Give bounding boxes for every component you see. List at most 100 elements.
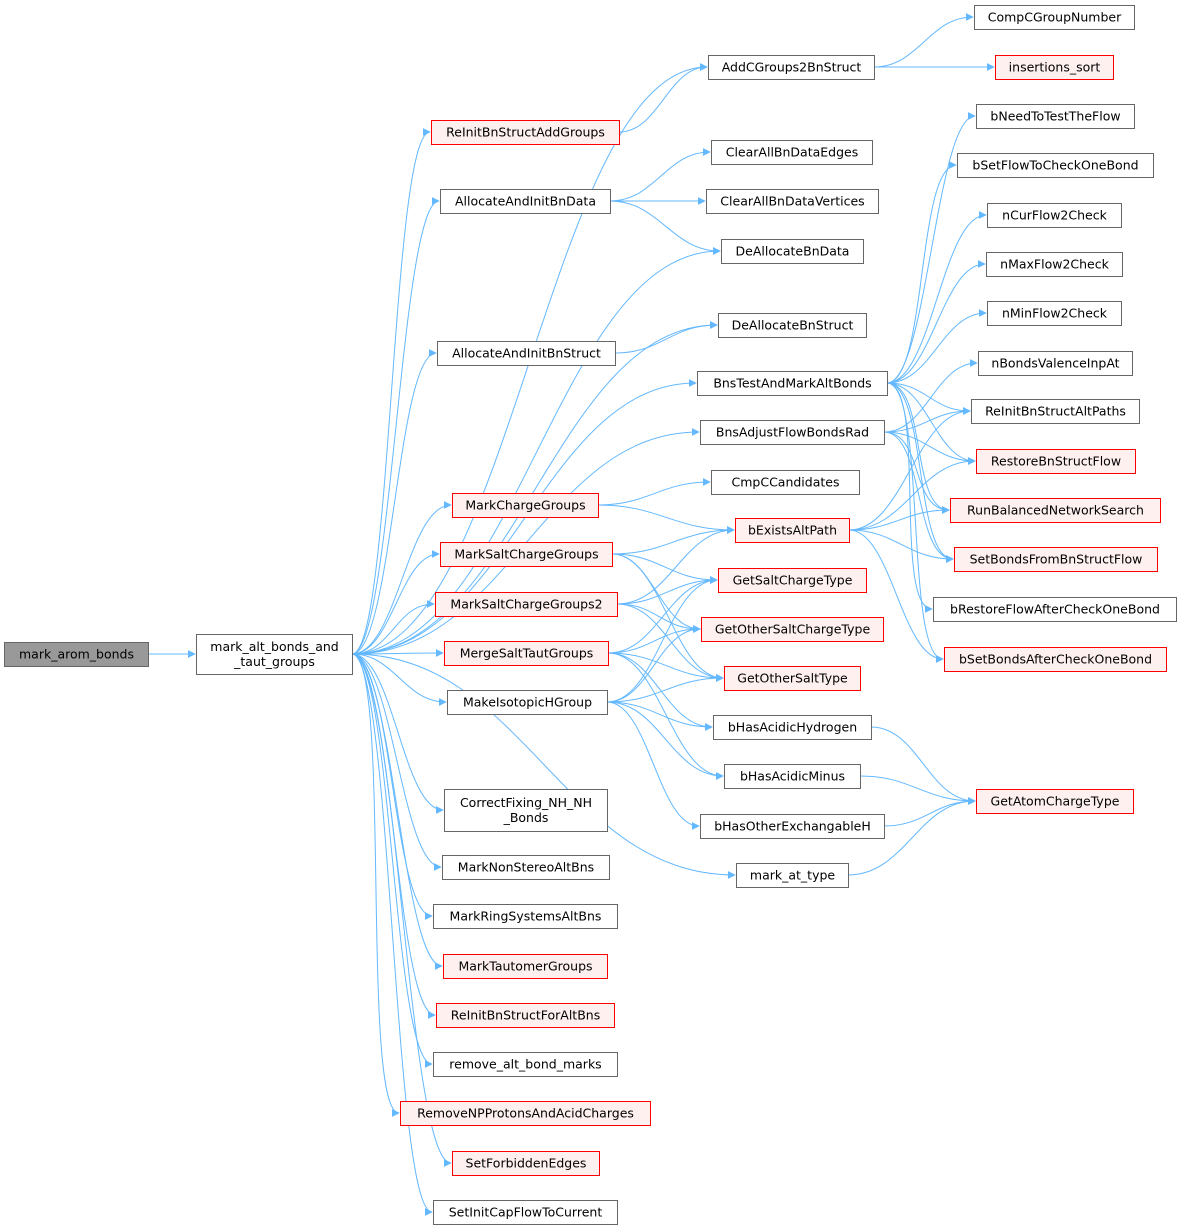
- node-marksaltchargegroups[interactable]: MarkSaltChargeGroups: [440, 542, 613, 567]
- node-label: CorrectFixing_NH_NH: [460, 795, 592, 810]
- node-markchargegroups[interactable]: MarkChargeGroups: [452, 493, 599, 518]
- node-setbondsfrombnstructflow[interactable]: SetBondsFromBnStructFlow: [954, 547, 1158, 572]
- node-label: AddCGroups2BnStruct: [722, 60, 862, 75]
- edge-bnsadjustflowbondsrad-to-runbalancednetworksearch: [883, 431, 950, 514]
- node-allocateandinitbnstruct[interactable]: AllocateAndInitBnStruct: [437, 341, 616, 366]
- node-label: bExistsAltPath: [748, 523, 837, 538]
- node-restorebnstructflow[interactable]: RestoreBnStructFlow: [976, 449, 1136, 474]
- edge-bnsadjustflowbondsrad-to-nbondsvalenceinpat: [883, 359, 978, 433]
- node-label: mark_at_type: [750, 868, 836, 883]
- node-getothersaltchargetype[interactable]: GetOtherSaltChargeType: [701, 617, 884, 642]
- node-label: ClearAllBnDataEdges: [726, 145, 859, 160]
- edge-marksaltchargegroups2-to-getothersaltchargetype: [616, 603, 701, 633]
- node-setforbiddenedges[interactable]: SetForbiddenEdges: [452, 1151, 600, 1176]
- edge-bnstestandmarkaltbonds-to-reinitbnstructaltpaths: [886, 382, 971, 415]
- node-getothersalttype[interactable]: GetOtherSaltType: [724, 666, 861, 691]
- node-box: [452, 1151, 600, 1176]
- node-label: bRestoreFlowAfterCheckOneBond: [950, 602, 1160, 617]
- node-box: [986, 252, 1123, 277]
- node-bhasotherexchangableh[interactable]: bHasOtherExchangableH: [700, 814, 885, 839]
- node-label: BnsTestAndMarkAltBonds: [713, 376, 871, 391]
- edge-mark-alt-bonds-and-taut-groups-to-removenpprotonsandacidcharges: [351, 653, 400, 1117]
- edge-bexistsaltpath-to-bsetbondsaftercheckonebond: [848, 529, 944, 663]
- node-label: nMaxFlow2Check: [1000, 257, 1109, 272]
- node-bnsadjustflowbondsrad[interactable]: BnsAdjustFlowBondsRad: [700, 420, 885, 445]
- node-box: [735, 518, 850, 543]
- node-correctfixing-nh-nh-bonds[interactable]: CorrectFixing_NH_NH_Bonds: [444, 789, 608, 832]
- node-setinitcapflowtocurrent[interactable]: SetInitCapFlowToCurrent: [433, 1200, 618, 1225]
- node-box: [976, 104, 1135, 129]
- node-mark-alt-bonds-and-taut-groups[interactable]: mark_alt_bonds_and_taut_groups: [196, 634, 353, 675]
- node-cmpccandidates[interactable]: CmpCCandidates: [711, 470, 860, 495]
- node-box: [444, 641, 609, 666]
- edge-mark-alt-bonds-and-taut-groups-to-markringsystemsaltbns: [351, 653, 433, 920]
- node-marknonstereoaltbns[interactable]: MarkNonStereoAltBns: [442, 855, 610, 880]
- edge-bnstestandmarkaltbonds-to-ncurflow2check: [886, 211, 987, 384]
- node-label: ReInitBnStructAddGroups: [446, 125, 605, 140]
- edge-mark-alt-bonds-and-taut-groups-to-marksaltchargegroups2: [351, 600, 435, 655]
- node-bexistsaltpath[interactable]: bExistsAltPath: [735, 518, 850, 543]
- edge-bexistsaltpath-to-reinitbnstructaltpaths: [848, 407, 971, 531]
- node-box: [697, 371, 888, 396]
- node-box: [987, 301, 1122, 326]
- node-compcgroupnumber[interactable]: CompCGroupNumber: [974, 5, 1135, 30]
- node-removenpprotonsandacidcharges[interactable]: RemoveNPProtonsAndAcidCharges: [400, 1101, 651, 1126]
- node-label: MarkTautomerGroups: [458, 959, 592, 974]
- edge-addcgroups2bnstruct-to-compcgroupnumber: [873, 13, 974, 68]
- node-mergesalttautgroups[interactable]: MergeSaltTautGroups: [444, 641, 609, 666]
- node-makeisotopichgroup[interactable]: MakeIsotopicHGroup: [447, 690, 608, 715]
- node-bhasacidichydrogen[interactable]: bHasAcidicHydrogen: [713, 715, 872, 740]
- node-nbondsvalenceinpat[interactable]: nBondsValenceInpAt: [978, 351, 1133, 376]
- node-box: [433, 1200, 618, 1225]
- node-clearallbndatavertices[interactable]: ClearAllBnDataVertices: [706, 189, 879, 214]
- node-bnstestandmarkaltbonds[interactable]: BnsTestAndMarkAltBonds: [697, 371, 888, 396]
- edge-marksaltchargegroups2-to-bexistsaltpath: [616, 526, 735, 605]
- node-box: [444, 789, 608, 832]
- node-nminflow2check[interactable]: nMinFlow2Check: [987, 301, 1122, 326]
- node-clearallbndataedges[interactable]: ClearAllBnDataEdges: [711, 140, 873, 165]
- node-box: [433, 1052, 618, 1077]
- node-label: MarkSaltChargeGroups: [454, 547, 598, 562]
- node-mark-at-type[interactable]: mark_at_type: [736, 863, 849, 888]
- node-insertions-sort[interactable]: insertions_sort: [995, 55, 1114, 80]
- node-ncurflow2check[interactable]: nCurFlow2Check: [987, 203, 1122, 228]
- node-label: MarkNonStereoAltBns: [458, 860, 594, 875]
- node-bneedtotesttheflow[interactable]: bNeedToTestTheFlow: [976, 104, 1135, 129]
- node-deallocatebndata[interactable]: DeAllocateBnData: [721, 239, 864, 264]
- node-reinitbnstructaltpaths[interactable]: ReInitBnStructAltPaths: [971, 399, 1140, 424]
- node-getatomchargetype[interactable]: GetAtomChargeType: [976, 789, 1134, 814]
- edge-bnstestandmarkaltbonds-to-setbondsfrombnstructflow: [886, 382, 954, 563]
- node-label: RemoveNPProtonsAndAcidCharges: [417, 1106, 634, 1121]
- node-label: bHasAcidicMinus: [740, 769, 845, 784]
- edge-mergesalttautgroups-to-getsaltchargetype: [607, 576, 718, 654]
- node-remove-alt-bond-marks[interactable]: remove_alt_bond_marks: [433, 1052, 618, 1077]
- node-box: [442, 855, 610, 880]
- node-mark-arom-bonds[interactable]: mark_arom_bonds: [4, 642, 149, 667]
- node-marksaltchargegroups2[interactable]: MarkSaltChargeGroups2: [435, 592, 618, 617]
- node-getsaltchargetype[interactable]: GetSaltChargeType: [718, 568, 867, 593]
- node-box: [706, 189, 879, 214]
- node-box: [976, 789, 1134, 814]
- node-label: bSetFlowToCheckOneBond: [972, 158, 1138, 173]
- node-label: bNeedToTestTheFlow: [990, 109, 1120, 124]
- node-markringsystemsaltbns[interactable]: MarkRingSystemsAltBns: [433, 904, 618, 929]
- node-label: mark_arom_bonds: [19, 647, 134, 662]
- edge-mark-alt-bonds-and-taut-groups-to-marktautomergroups: [351, 653, 443, 970]
- node-label: _Bonds: [503, 810, 549, 825]
- edge-bexistsaltpath-to-restorebnstructflow: [848, 457, 976, 531]
- node-deallocatebnstruct[interactable]: DeAllocateBnStruct: [718, 313, 867, 338]
- node-reinitbnstructaddgroups[interactable]: ReInitBnStructAddGroups: [431, 120, 620, 145]
- node-marktautomergroups[interactable]: MarkTautomerGroups: [443, 954, 608, 979]
- node-brestoreflowaftercheckonebond[interactable]: bRestoreFlowAfterCheckOneBond: [933, 597, 1177, 622]
- node-allocateandinitbndata[interactable]: AllocateAndInitBnData: [440, 189, 611, 214]
- edge-mark-alt-bonds-and-taut-groups-to-mark-at-type: [351, 653, 736, 879]
- node-reinitbnstructforaltbns[interactable]: ReInitBnStructForAltBns: [436, 1003, 615, 1028]
- node-runbalancednetworksearch[interactable]: RunBalancedNetworkSearch: [950, 498, 1161, 523]
- edge-allocateandinitbnstruct-to-deallocatebnstruct: [614, 321, 718, 354]
- node-bsetbondsaftercheckonebond[interactable]: bSetBondsAfterCheckOneBond: [944, 647, 1167, 672]
- edge-makeisotopichgroup-to-bhasacidichydrogen: [606, 701, 713, 731]
- node-bhasacidicminus[interactable]: bHasAcidicMinus: [724, 764, 861, 789]
- node-nmaxflow2check[interactable]: nMaxFlow2Check: [986, 252, 1123, 277]
- node-addcgroups2bnstruct[interactable]: AddCGroups2BnStruct: [708, 55, 875, 80]
- node-bsetflowtocheckonebond[interactable]: bSetFlowToCheckOneBond: [957, 153, 1154, 178]
